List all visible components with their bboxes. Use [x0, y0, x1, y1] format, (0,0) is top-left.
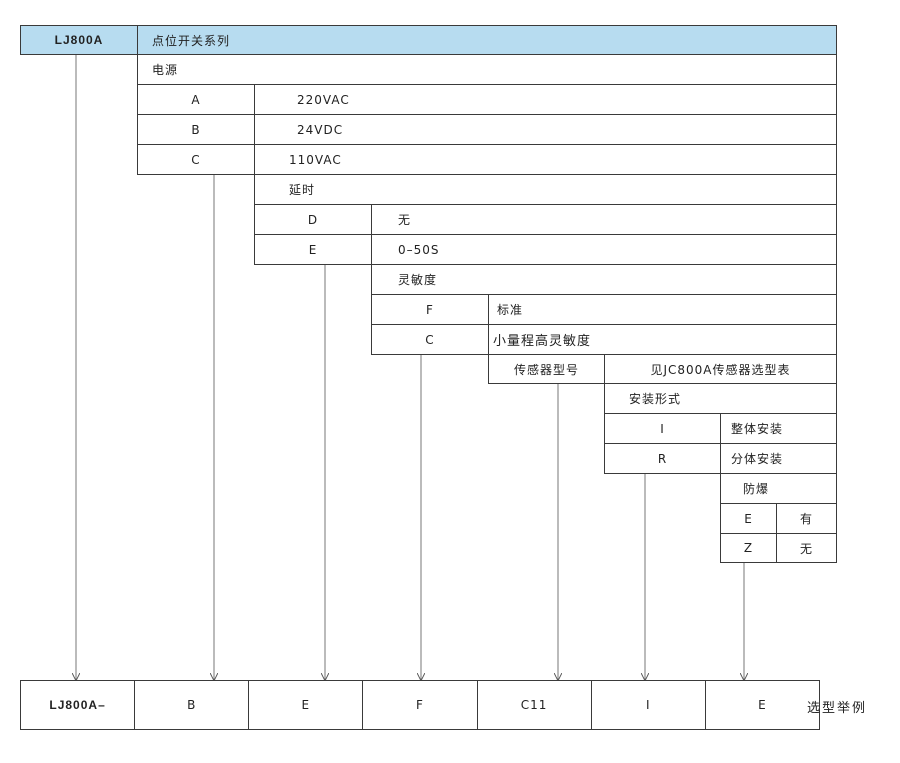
sensor-title: 传感器型号 — [488, 354, 605, 384]
series-header: 点位开关系列 — [137, 25, 837, 55]
power-value-c: 110VAC — [254, 144, 837, 175]
example-row: LJ800A– B E F C11 I E — [20, 680, 820, 730]
example-cell-delay: E — [249, 681, 364, 729]
power-value-a: 220VAC — [254, 84, 837, 115]
explosion-value-z: 无 — [776, 533, 837, 563]
power-title: 电源 — [137, 54, 837, 85]
install-code-i: I — [604, 413, 721, 444]
delay-title: 延时 — [254, 174, 837, 205]
explosion-title: 防爆 — [720, 473, 837, 504]
sensitivity-value-f: 标准 — [488, 294, 837, 325]
sensitivity-title: 灵敏度 — [371, 264, 837, 295]
example-cell-model: LJ800A– — [21, 681, 136, 729]
model-header: LJ800A — [20, 25, 138, 55]
example-label: 选型举例 — [807, 701, 868, 716]
delay-code-e: E — [254, 234, 372, 265]
power-code-b: B — [137, 114, 255, 145]
explosion-code-e: E — [720, 503, 777, 534]
example-cell-sensitivity: F — [363, 681, 478, 729]
sensitivity-code-f: F — [371, 294, 489, 325]
explosion-value-e: 有 — [776, 503, 837, 534]
power-code-a: A — [137, 84, 255, 115]
delay-value-d: 无 — [371, 204, 837, 235]
sensor-note: 见JC800A传感器选型表 — [604, 354, 837, 384]
explosion-code-z: Z — [720, 533, 777, 563]
example-cell-sensor: C11 — [478, 681, 592, 729]
install-code-r: R — [604, 443, 721, 474]
delay-code-d: D — [254, 204, 372, 235]
delay-value-e: 0–50S — [371, 234, 837, 265]
install-title: 安装形式 — [604, 383, 837, 414]
power-code-c: C — [137, 144, 255, 175]
example-cell-explosion: E — [758, 698, 767, 712]
install-value-r: 分体安装 — [720, 443, 837, 474]
example-cell-install: I — [592, 681, 706, 729]
sensitivity-code-c: C — [371, 324, 489, 355]
example-cell-power: B — [135, 681, 250, 729]
sensitivity-value-c: 小量程高灵敏度 — [488, 324, 837, 355]
power-value-b: 24VDC — [254, 114, 837, 145]
install-value-i: 整体安装 — [720, 413, 837, 444]
